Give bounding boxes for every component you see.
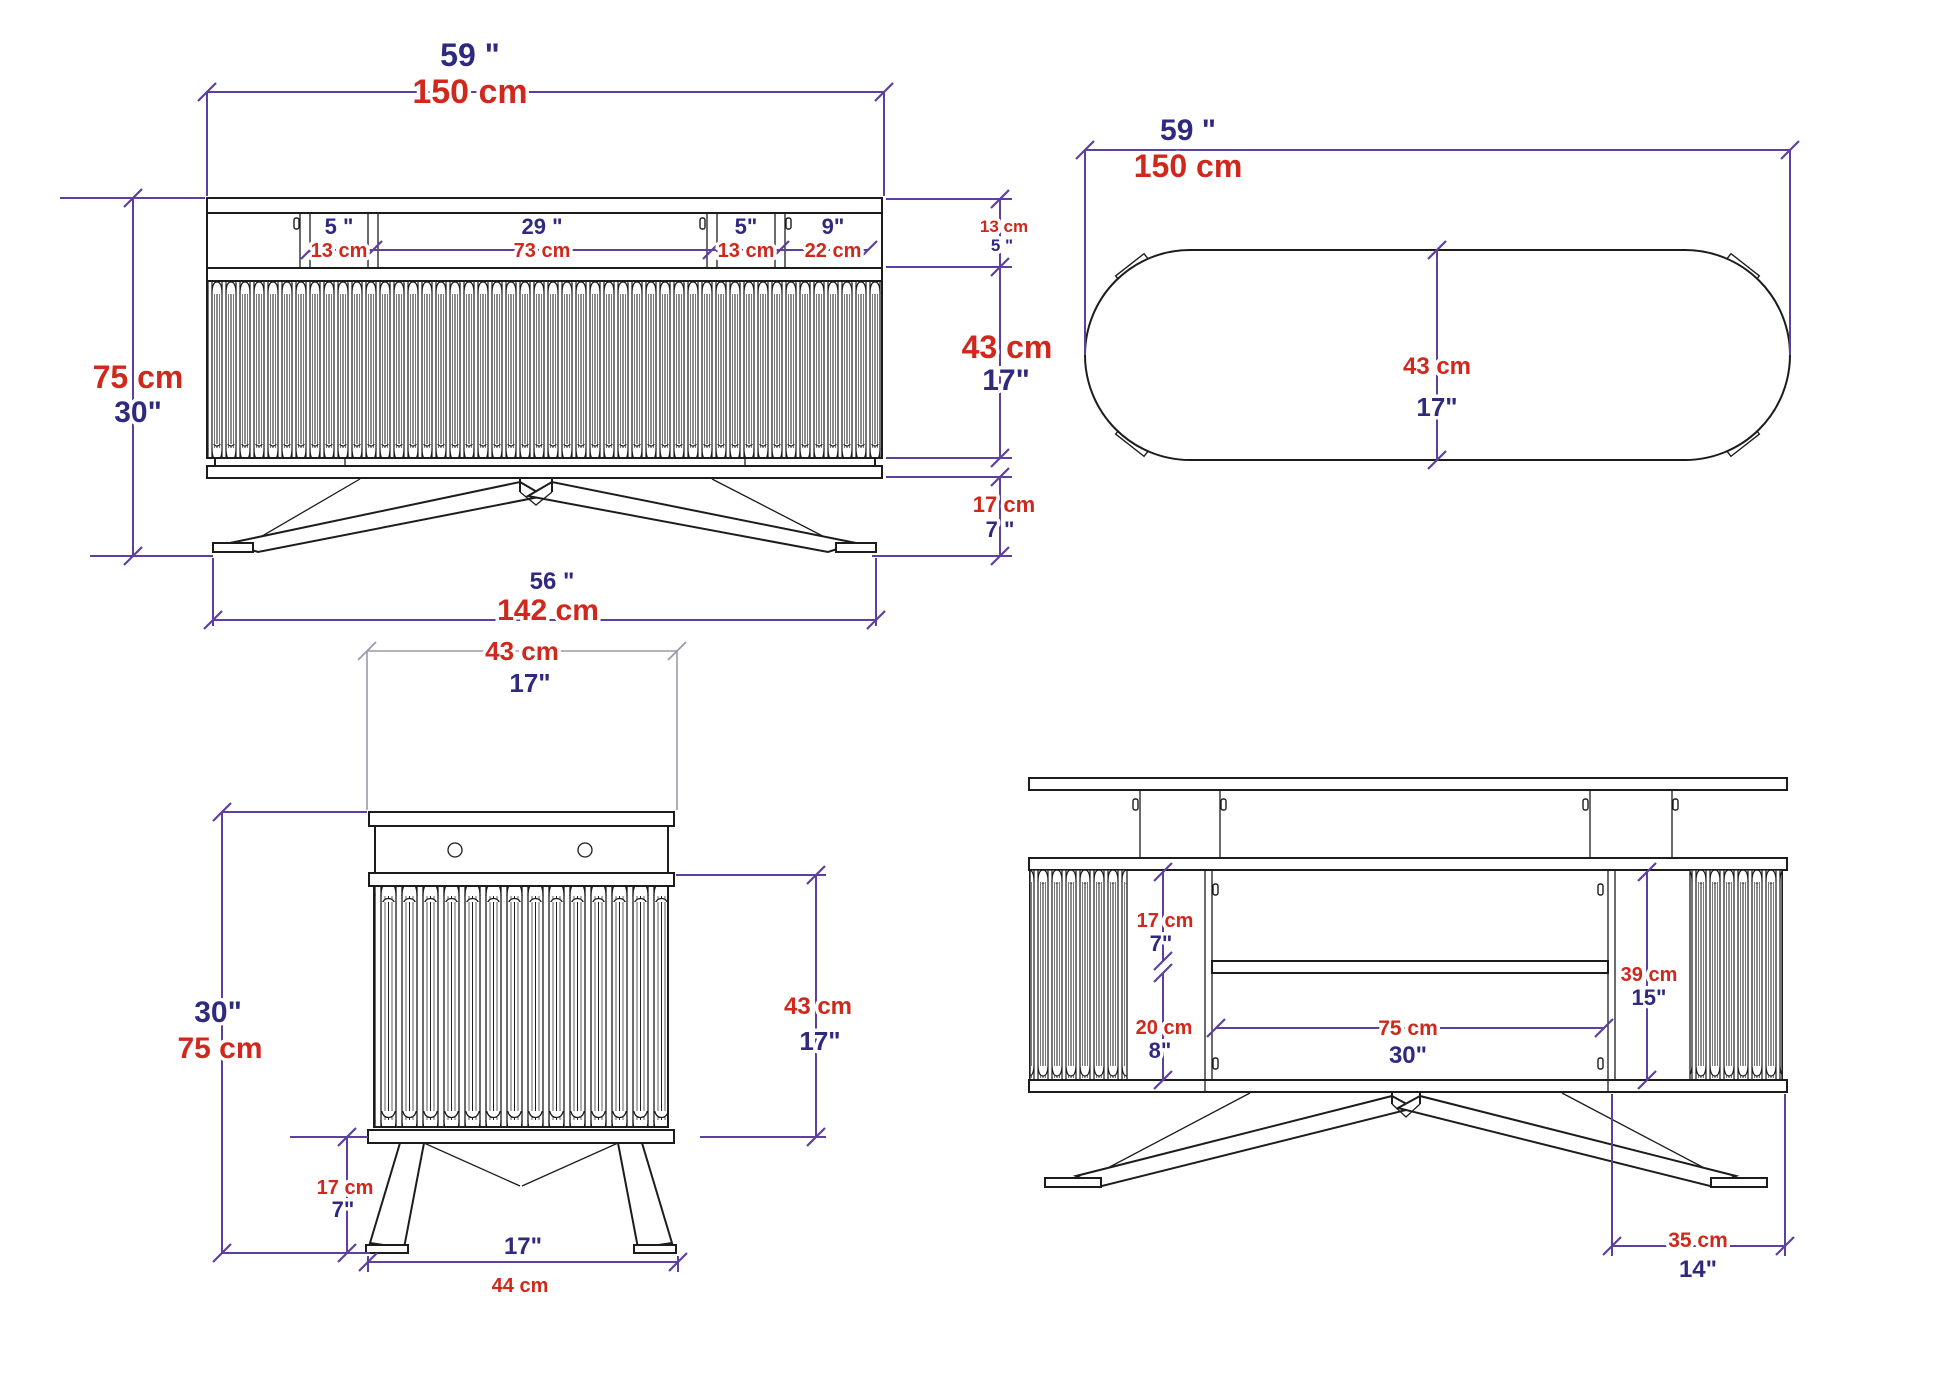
top-overall-width-in-label: 59 " bbox=[1160, 114, 1216, 147]
foot-pad bbox=[365, 1244, 409, 1254]
screw-hole bbox=[577, 842, 593, 858]
foot-pad bbox=[633, 1244, 677, 1254]
front-body-height-cm-label: 43 cm bbox=[962, 329, 1053, 365]
back-left-fluted-panel bbox=[1029, 869, 1128, 1081]
foot-pad bbox=[1044, 1177, 1102, 1188]
front-comp1-cm-label: 13 cm bbox=[311, 240, 368, 262]
side-overall-height-in-label: 30" bbox=[194, 996, 242, 1029]
back-side-panel-height-cm-label: 39 cm bbox=[1621, 964, 1678, 986]
foot-pad bbox=[835, 542, 877, 553]
back-lower-gap-cm-label: 20 cm bbox=[1136, 1017, 1193, 1039]
front-dim-lines bbox=[60, 81, 1012, 631]
side-dim-lines bbox=[211, 641, 827, 1273]
back-view: 17 cm 7" 20 cm 8" 75 cm 30" 39 cm 15" 35… bbox=[1028, 777, 1796, 1287]
back-structure bbox=[1028, 777, 1788, 1188]
foot-pad bbox=[212, 542, 254, 553]
hinge-tab bbox=[1597, 883, 1604, 896]
side-base-depth-in-label: 17" bbox=[504, 1233, 542, 1260]
top-overall-width-cm-label: 150 cm bbox=[1134, 148, 1243, 184]
top-depth-cm-label: 43 cm bbox=[1403, 353, 1471, 380]
front-top-section-in-label: 5 " bbox=[991, 236, 1013, 255]
front-overall-height-in-label: 30" bbox=[114, 396, 162, 429]
side-depth-cm-label: 43 cm bbox=[485, 636, 559, 666]
front-fluted-panel bbox=[206, 280, 883, 459]
side-depth-in-label: 17" bbox=[509, 668, 550, 698]
front-top-section-cm-label: 13 cm bbox=[980, 217, 1028, 236]
back-upper-gap-cm-label: 17 cm bbox=[1137, 910, 1194, 932]
front-comp1-in-label: 5 " bbox=[325, 214, 354, 239]
side-overall-height-cm-label: 75 cm bbox=[177, 1032, 262, 1065]
front-comp2-cm-label: 73 cm bbox=[514, 240, 571, 262]
back-side-panel-height-in-label: 15" bbox=[1632, 985, 1667, 1010]
hinge-tab bbox=[1212, 1057, 1219, 1070]
back-opening-width-cm-label: 75 cm bbox=[1378, 1017, 1438, 1040]
side-body-height-in-label: 17" bbox=[799, 1026, 840, 1056]
screw-hole bbox=[447, 842, 463, 858]
back-lower-gap-in-label: 8" bbox=[1149, 1038, 1172, 1063]
side-structure bbox=[365, 811, 677, 1254]
foot-pad bbox=[1710, 1177, 1768, 1188]
hinge-tab bbox=[785, 217, 792, 230]
hinge-tab bbox=[1597, 1057, 1604, 1070]
hinge-tab bbox=[293, 217, 300, 230]
side-body-height-cm-label: 43 cm bbox=[784, 993, 852, 1020]
hinge-tab bbox=[1672, 798, 1679, 811]
front-comp4-cm-label: 22 cm bbox=[805, 240, 862, 262]
front-view: 59 " 150 cm 5 " 13 cm 29 " 73 cm 5" 13 c… bbox=[60, 34, 1056, 631]
top-dim-lines bbox=[1074, 139, 1801, 471]
back-dim-lines bbox=[1152, 861, 1796, 1257]
front-overall-width-cm-label: 150 cm bbox=[412, 73, 527, 111]
front-comp2-in-label: 29 " bbox=[521, 214, 562, 239]
side-fluted-panel bbox=[373, 885, 669, 1128]
front-leg-height-in-label: 7 " bbox=[986, 517, 1015, 542]
side-legs bbox=[365, 1142, 677, 1254]
front-comp3-cm-label: 13 cm bbox=[718, 240, 775, 262]
side-view: 43 cm 17" 30" 75 cm 43 cm 17" 17 cm 7" 1… bbox=[174, 633, 856, 1301]
back-side-section-width-cm-label: 35 cm bbox=[1668, 1229, 1728, 1252]
hinge-tab bbox=[1582, 798, 1589, 811]
front-legs bbox=[212, 478, 877, 554]
top-depth-in-label: 17" bbox=[1416, 392, 1457, 422]
hinge-tab bbox=[1132, 798, 1139, 811]
front-base-width-cm-label: 142 cm bbox=[497, 594, 599, 627]
front-body-height-in-label: 17" bbox=[982, 364, 1030, 397]
front-leg-height-cm-label: 17 cm bbox=[973, 492, 1035, 517]
back-right-fluted-panel bbox=[1689, 869, 1783, 1081]
hinge-tab bbox=[1212, 883, 1219, 896]
side-leg-height-in-label: 7" bbox=[332, 1197, 355, 1222]
side-leg-height-cm-label: 17 cm bbox=[317, 1177, 374, 1199]
back-opening-width-in-label: 30" bbox=[1389, 1042, 1427, 1069]
front-structure bbox=[206, 197, 883, 554]
front-comp4-in-label: 9" bbox=[822, 214, 845, 239]
hinge-tab bbox=[1220, 798, 1227, 811]
front-overall-width-in-label: 59 " bbox=[440, 37, 500, 73]
side-base-depth-cm-label: 44 cm bbox=[492, 1275, 549, 1297]
front-base-width-in-label: 56 " bbox=[530, 568, 575, 595]
shelf bbox=[1211, 960, 1609, 974]
front-comp3-in-label: 5" bbox=[735, 214, 758, 239]
top-view: 59 " 150 cm 43 cm 17" bbox=[1074, 111, 1801, 471]
front-overall-height-cm-label: 75 cm bbox=[93, 359, 184, 395]
back-upper-gap-in-label: 7" bbox=[1150, 931, 1173, 956]
back-side-section-width-in-label: 14" bbox=[1679, 1256, 1717, 1283]
back-legs bbox=[1044, 1092, 1768, 1188]
hinge-tab bbox=[699, 217, 706, 230]
